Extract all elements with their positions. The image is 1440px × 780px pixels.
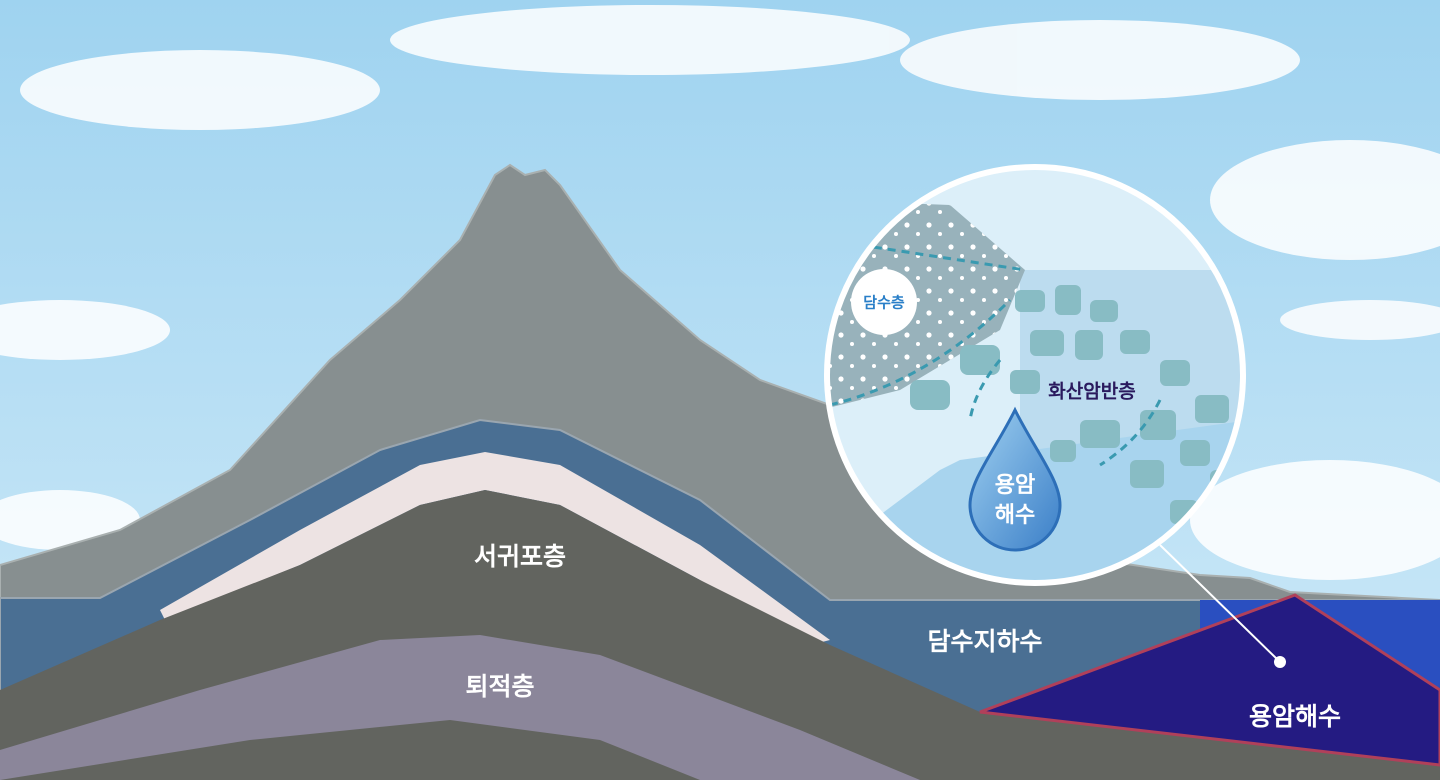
inset-border <box>824 164 1246 586</box>
lower-layer <box>0 720 700 780</box>
callout-line <box>1159 544 1281 663</box>
aquifer-label: 담수층 <box>863 293 905 312</box>
volcanic-bedrock-label: 화산암반층 <box>1048 380 1136 403</box>
callout-dot <box>1274 656 1286 668</box>
drop-label-line2: 해수 <box>994 503 1036 528</box>
seogwipo-layer-label: 서귀포층 <box>473 542 567 571</box>
lava-seawater-zone <box>979 593 1440 767</box>
drop-label-line1: 용암 <box>994 473 1036 498</box>
lava-seawater-label: 용암해수 <box>1248 702 1342 731</box>
fresh-groundwater-label: 담수지하수 <box>927 627 1043 656</box>
inset-magnifier <box>827 167 1243 583</box>
sediment-layer-label: 퇴적층 <box>465 672 535 701</box>
clay-layer <box>160 452 830 645</box>
clouds <box>0 5 1440 580</box>
